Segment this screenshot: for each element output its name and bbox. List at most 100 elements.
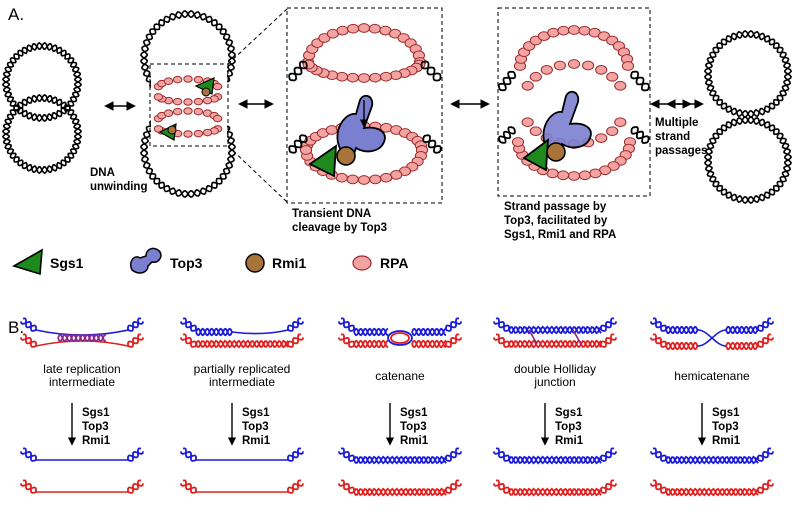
rpa-bead [153, 93, 164, 101]
mini-rpa-lower [153, 93, 223, 106]
red-helix [411, 339, 447, 349]
zoom-box-passage [497, 7, 651, 197]
caption-unwinding: DNA unwinding [90, 167, 147, 193]
rpa-bead [202, 128, 213, 137]
helix-strand [600, 451, 617, 462]
helix-strand [338, 483, 355, 494]
helix-strand [495, 333, 510, 346]
rpa-bead [193, 107, 204, 116]
helix-strand [353, 487, 447, 497]
enzyme-label: Sgs1 [82, 407, 110, 419]
helix-strand [338, 451, 355, 462]
helix-strand [411, 339, 447, 349]
helix-strand [757, 483, 774, 494]
helix-strand [508, 325, 602, 335]
blue-end-right [600, 447, 617, 462]
red-helix [665, 487, 759, 497]
helix-strand [499, 127, 516, 144]
helix-strand [180, 451, 197, 462]
sgs1-legend-icon [11, 248, 43, 276]
helix-strand [353, 327, 389, 337]
enzyme-label: Rmi1 [555, 435, 584, 447]
helix-strand [421, 60, 442, 81]
rpa-bead [202, 96, 213, 105]
helix-strand [499, 71, 517, 92]
caption-strand-passage-line1: Strand passage by [504, 201, 607, 213]
passage-helix-left-top [497, 70, 517, 92]
helix-strand [665, 341, 699, 351]
helix-strand [127, 479, 142, 492]
helix-strand [353, 455, 447, 465]
rmi1-mini-icon [167, 125, 177, 135]
rpa-bead [172, 107, 183, 116]
caption-multiple-line2: strand [655, 131, 690, 143]
panel-b-label: B. [8, 318, 24, 337]
helix-strand [127, 317, 142, 330]
helix-strand [127, 333, 142, 346]
helix-strand [600, 321, 617, 332]
cleavage-helix-left-bottom [288, 134, 308, 154]
rpa-bead [379, 71, 393, 82]
passage-rpa-top-upper [513, 25, 635, 71]
blue-end-left [493, 447, 510, 462]
enzyme-label: Top3 [242, 421, 269, 433]
red-end-right [757, 479, 774, 494]
red-end-left [493, 333, 510, 348]
helix-strand [493, 321, 510, 332]
helix-strand [288, 134, 307, 153]
blue-end-right [445, 317, 462, 332]
resolved-ring-top [703, 29, 793, 119]
helix-strand [180, 321, 197, 332]
helix-strand [757, 321, 774, 332]
helix-strand [338, 337, 355, 348]
red-helix [195, 339, 289, 349]
helix-strand [287, 317, 302, 330]
blue-end-right [127, 447, 144, 462]
rpa-bead [163, 109, 174, 117]
red-helix [508, 339, 602, 349]
rpa-bead [557, 170, 570, 181]
helix-strand [757, 451, 774, 462]
enzyme-label: Sgs1 [555, 407, 583, 419]
rpa-bead [389, 28, 402, 39]
red-end-left [650, 479, 667, 494]
helix-strand [445, 321, 462, 332]
helix-strand [340, 333, 355, 346]
zoom-box-small [149, 63, 229, 147]
structure-label: catenane [375, 369, 425, 383]
blue-end-right [127, 317, 144, 332]
rpa-bead [212, 82, 223, 91]
rpa-bead [380, 172, 393, 183]
helix-strand [630, 127, 649, 144]
enzyme-label: Sgs1 [400, 407, 428, 419]
rpa-bead [369, 72, 382, 83]
rpa-bead [153, 125, 164, 133]
blue-end-right [757, 317, 774, 332]
rpa-bead [567, 171, 581, 181]
hemicatenane-cross [697, 329, 727, 347]
legend-rmi1-label: Rmi1 [272, 255, 306, 271]
helix-strand [182, 447, 197, 460]
helix-strand [600, 317, 615, 330]
helix-strand [631, 70, 650, 91]
helix-strand [20, 337, 37, 348]
helix-strand [22, 317, 37, 330]
enzyme-label: Sgs1 [712, 407, 740, 419]
enzyme-label: Top3 [712, 421, 739, 433]
rpa-bead [335, 71, 349, 82]
red-helix [508, 487, 602, 497]
caption-unwinding-line2: unwinding [90, 181, 147, 193]
rpa-bead [567, 25, 581, 35]
catenated-ring-top [1, 41, 83, 123]
dna-strand [1, 41, 83, 123]
helix-strand [353, 339, 389, 349]
rpa-bead [346, 72, 359, 83]
caption-multiple: Multiple strand passages [655, 117, 707, 157]
rpa-bead [318, 33, 331, 43]
rpa-bead [547, 27, 560, 38]
helix-strand [650, 321, 667, 332]
structure-label: partially replicated [194, 362, 291, 376]
